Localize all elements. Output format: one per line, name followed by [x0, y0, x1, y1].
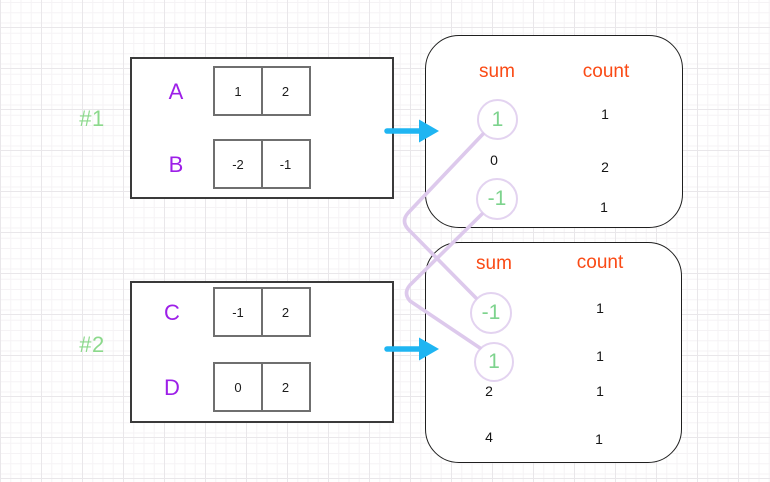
array-label-b: B [168, 152, 184, 177]
array-cell: -1 [213, 287, 263, 337]
array-d-cells: 0 2 [213, 362, 311, 412]
count-value: 1 [600, 199, 608, 215]
array-cell: 1 [213, 66, 263, 116]
sum-value: 4 [485, 429, 493, 445]
array-cell: 2 [260, 362, 311, 412]
array-cell: 0 [213, 362, 263, 412]
count-header-1: count [582, 61, 630, 82]
array-cell: 2 [260, 287, 311, 337]
circled-sum-highlight: -1 [476, 178, 518, 220]
sum-value: 1 [488, 350, 500, 373]
array-label-d: D [164, 375, 180, 400]
array-cell: -2 [213, 139, 263, 189]
count-value: 1 [596, 383, 604, 399]
group-1-label: #1 [79, 106, 105, 131]
count-value: 1 [601, 106, 609, 122]
sum-value: 0 [490, 152, 498, 168]
array-b-cells: -2 -1 [213, 139, 311, 189]
count-value: 1 [596, 348, 604, 364]
array-label-c: C [164, 300, 180, 325]
array-c-cells: -1 2 [213, 287, 311, 337]
sum-value: 1 [491, 107, 504, 131]
sum-header-2: sum [476, 253, 512, 274]
count-value: 2 [601, 159, 609, 175]
circled-sum-highlight: -1 [470, 292, 512, 334]
sum-header-1: sum [479, 61, 515, 82]
sum-value: 2 [485, 383, 493, 399]
sum-value: -1 [481, 301, 501, 324]
group-2-label: #2 [79, 332, 105, 357]
sum-value: -1 [487, 187, 507, 210]
array-label-a: A [168, 79, 184, 104]
count-value: 1 [596, 300, 604, 316]
circled-sum-highlight: 1 [474, 342, 514, 382]
count-value: 1 [595, 431, 603, 447]
array-cell: 2 [260, 66, 311, 116]
array-cell: -1 [260, 139, 311, 189]
count-header-2: count [576, 252, 624, 273]
array-a-cells: 1 2 [213, 66, 311, 116]
circled-sum-highlight: 1 [477, 99, 518, 140]
